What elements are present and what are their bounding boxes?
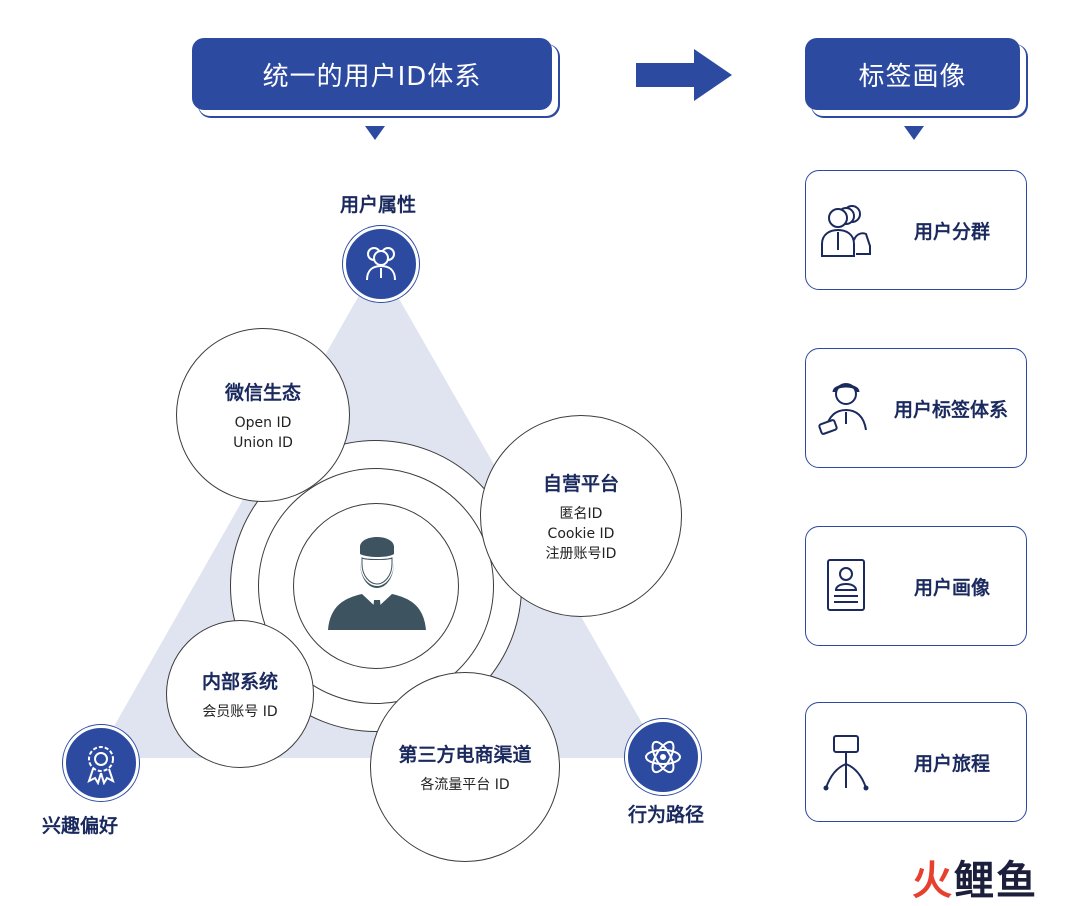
behavior-label: 行为路径 <box>628 804 705 826</box>
self-platform-id-line: 注册账号ID <box>545 545 617 562</box>
wechat-id-line: Union ID <box>233 434 293 451</box>
user-journey-label: 用户旅程 <box>914 752 991 775</box>
tag-profile-title: 标签画像 <box>858 61 967 92</box>
brand-logo: 火鲤鱼 <box>912 848 1038 906</box>
down-arrow-right-icon <box>904 126 924 140</box>
wechat-id-line: Open ID <box>234 414 292 431</box>
user-profile-label: 用户画像 <box>914 576 991 599</box>
wechat-ecosystem-title: 微信生态 <box>224 381 301 404</box>
user-attribute-label: 用户属性 <box>340 194 417 216</box>
user-profile-card: 用户画像 <box>805 526 1027 646</box>
third-party-ecommerce-bubble: 第三方电商渠道 各流量平台 ID <box>370 672 560 862</box>
user-tag-system-label: 用户标签体系 <box>894 398 1009 421</box>
user-group-icon <box>366 247 396 281</box>
user-tag-system-card: 用户标签体系 <box>805 348 1027 468</box>
user-attribute-node <box>343 226 419 302</box>
self-platform-id-line: Cookie ID <box>547 525 615 542</box>
badge-icon <box>87 746 115 785</box>
self-platform-bubble: 自营平台 匿名ID Cookie ID 注册账号ID <box>480 415 682 617</box>
right-arrow-icon <box>636 49 732 101</box>
behavior-node <box>625 719 701 795</box>
internal-system-id-line: 会员账号 ID <box>202 703 278 720</box>
down-arrow-left-icon <box>365 126 385 140</box>
id-card-icon <box>827 559 865 611</box>
internal-system-bubble: 内部系统 会员账号 ID <box>166 620 314 768</box>
third-party-id-line: 各流量平台 ID <box>420 776 510 793</box>
interest-node <box>63 725 139 801</box>
user-avatar-icon <box>328 537 426 630</box>
self-platform-title: 自营平台 <box>542 472 619 495</box>
logo-char-fish: 鱼 <box>996 858 1038 904</box>
user-segment-card: 用户分群 <box>805 170 1027 290</box>
logo-char-fire: 火 <box>912 858 954 904</box>
wechat-ecosystem-bubble: 微信生态 Open ID Union ID <box>176 328 350 502</box>
journey-tree-icon <box>823 735 869 791</box>
user-journey-card: 用户旅程 <box>805 702 1027 822</box>
user-tag-icon <box>818 383 867 435</box>
interest-label: 兴趣偏好 <box>42 815 119 837</box>
third-party-ecommerce-title: 第三方电商渠道 <box>398 743 532 766</box>
unified-user-id-banner: 统一的用户ID体系 <box>192 38 552 110</box>
internal-system-title: 内部系统 <box>201 670 278 693</box>
self-platform-id-line: 匿名ID <box>559 505 603 522</box>
user-group-icon <box>821 205 871 257</box>
tag-profile-banner: 标签画像 <box>805 38 1020 110</box>
logo-char-carp: 鲤 <box>954 858 996 904</box>
atom-icon <box>645 740 681 774</box>
user-segment-label: 用户分群 <box>914 220 991 243</box>
unified-user-id-title: 统一的用户ID体系 <box>262 61 482 92</box>
